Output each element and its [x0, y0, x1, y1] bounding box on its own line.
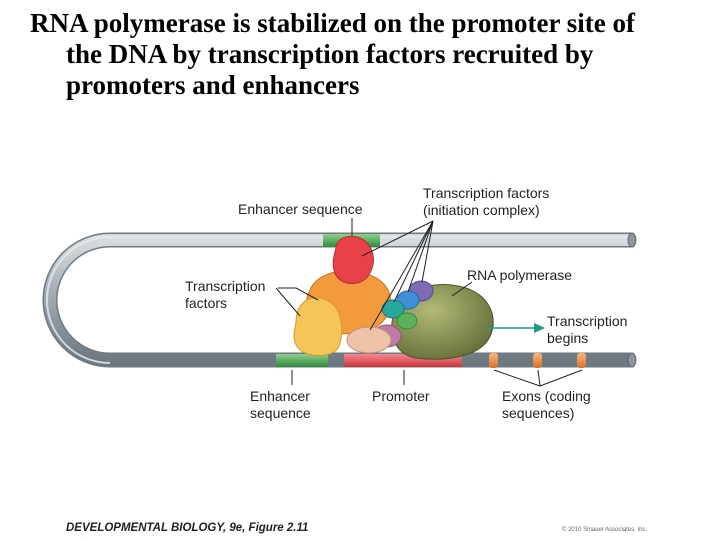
dna-end-top	[627, 232, 637, 248]
exon-band	[577, 353, 586, 368]
exon-band	[489, 353, 498, 368]
label-exons: Exons (coding sequences)	[502, 388, 591, 421]
label-enhancer-sequence-top: Enhancer sequence	[238, 201, 363, 217]
title-line-1: RNA polymerase is stabilized on the prom…	[30, 8, 635, 38]
copyright-notice: © 2010 Sinauer Associates, Inc.	[562, 527, 648, 533]
label-enhancer-sequence-bottom: Enhancer sequence	[250, 388, 311, 421]
title-line-3: promoters and enhancers	[66, 70, 360, 100]
label-promoter: Promoter	[372, 388, 430, 404]
slide-title: RNA polymerase is stabilized on the prom…	[30, 8, 690, 101]
exon-band	[533, 353, 542, 368]
dna-end-bottom	[627, 352, 637, 368]
enhancer-segment-bottom	[276, 354, 328, 367]
label-transcription-begins: Transcription begins	[547, 313, 628, 346]
tf-tan	[346, 326, 392, 354]
leader-lines	[275, 218, 583, 387]
transcription-arrow-head	[534, 323, 545, 333]
title-line-2: the DNA by transcription factors recruit…	[66, 39, 594, 69]
label-tf-initiation-complex: Transcription factors (initiation comple…	[423, 185, 550, 218]
activator-yellow	[293, 297, 343, 356]
figure-caption: DEVELOPMENTAL BIOLOGY, 9e, Figure 2.11	[66, 522, 309, 534]
activator-red	[332, 235, 374, 285]
tf-green	[396, 312, 418, 330]
label-rna-polymerase: RNA polymerase	[467, 267, 573, 283]
label-transcription-factors: Transcription factors	[185, 278, 266, 311]
